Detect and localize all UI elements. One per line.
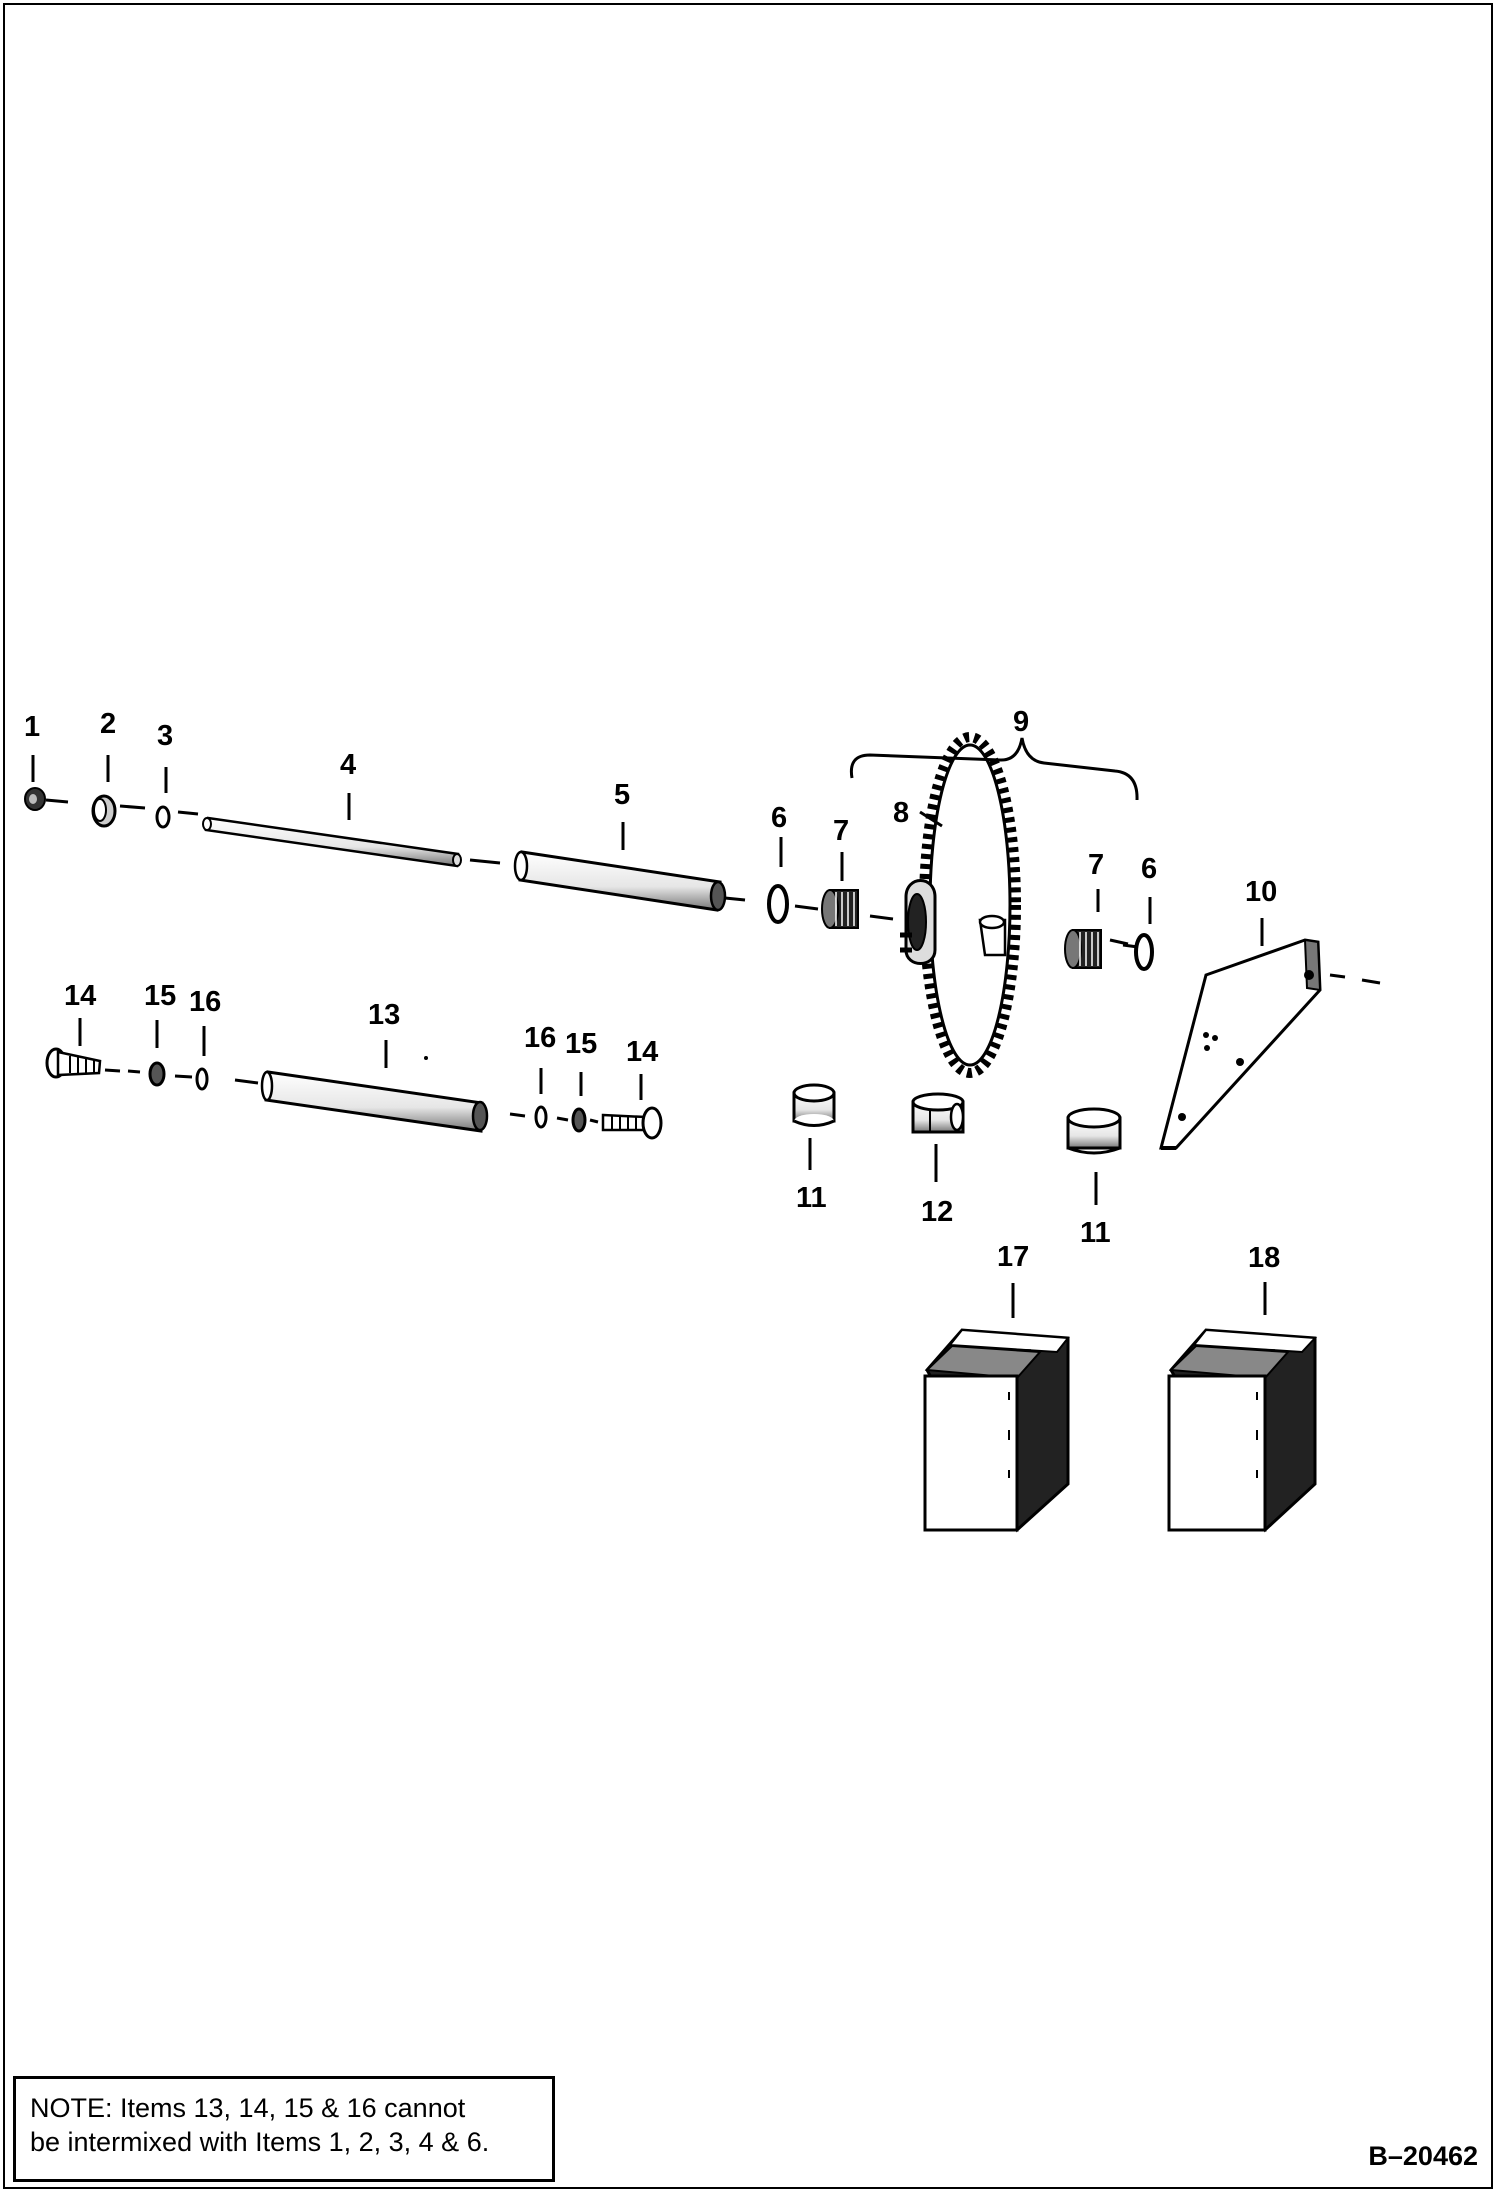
part-17-kit-box bbox=[923, 1328, 1070, 1533]
callout-3: 3 bbox=[157, 720, 173, 752]
callout-14-left: 14 bbox=[64, 980, 96, 1012]
callout-1: 1 bbox=[24, 711, 40, 743]
lower-centerline bbox=[104, 1068, 599, 1124]
callout-16-left: 16 bbox=[189, 986, 221, 1018]
callout-13: 13 bbox=[368, 999, 400, 1031]
note-box: NOTE: Items 13, 14, 15 & 16 cannot be in… bbox=[13, 2076, 555, 2182]
callout-7-left: 7 bbox=[833, 815, 849, 847]
callout-4: 4 bbox=[340, 749, 356, 781]
callout-8: 8 bbox=[893, 797, 909, 829]
callout-15-right: 15 bbox=[565, 1028, 597, 1060]
part-5-tube bbox=[513, 850, 727, 912]
part-15-lockwasher-right bbox=[571, 1107, 587, 1133]
part-8-sprocket bbox=[900, 732, 1021, 1078]
callout-15-left: 15 bbox=[144, 980, 176, 1012]
part-4-shaft bbox=[202, 816, 462, 868]
note-line-1: NOTE: Items 13, 14, 15 & 16 cannot bbox=[30, 2093, 466, 2123]
part-3-washer bbox=[155, 805, 171, 829]
callout-labels: 1 2 3 4 5 6 7 8 9 7 6 10 14 15 16 13 16 … bbox=[24, 706, 1280, 1274]
callout-16-right: 16 bbox=[524, 1022, 556, 1054]
callout-7-right: 7 bbox=[1088, 849, 1104, 881]
callout-18: 18 bbox=[1248, 1242, 1280, 1274]
part-16-washer-left bbox=[195, 1067, 209, 1091]
callout-5: 5 bbox=[614, 779, 630, 811]
callout-14-right: 14 bbox=[626, 1036, 658, 1068]
part-7-bearing-left bbox=[821, 889, 859, 929]
part-12-split-bushing bbox=[911, 1092, 965, 1134]
part-6-washer-right bbox=[1134, 933, 1154, 971]
callout-10: 10 bbox=[1245, 876, 1277, 908]
part-18-kit-box bbox=[1167, 1328, 1318, 1533]
part-14-bolt-right bbox=[601, 1106, 663, 1140]
part-6-washer-left bbox=[767, 884, 789, 924]
part-1-nut bbox=[24, 787, 46, 811]
callout-6-left: 6 bbox=[771, 802, 787, 834]
callout-11-right: 11 bbox=[1080, 1217, 1111, 1249]
part-7-bearing-right bbox=[1064, 929, 1102, 969]
part-16-washer-right bbox=[534, 1105, 548, 1129]
note-line-2: be intermixed with Items 1, 2, 3, 4 & 6. bbox=[30, 2127, 490, 2157]
part-2-spacer bbox=[91, 794, 117, 828]
part-15-lockwasher-left bbox=[148, 1061, 166, 1087]
callout-6-right: 6 bbox=[1141, 853, 1157, 885]
callout-2: 2 bbox=[100, 708, 116, 740]
stray-dot bbox=[424, 1056, 428, 1060]
callout-12: 12 bbox=[921, 1196, 953, 1228]
part-11-bushing-left bbox=[792, 1083, 836, 1128]
reference-code: B–20462 bbox=[1368, 2141, 1478, 2171]
callout-9: 9 bbox=[1013, 706, 1029, 738]
part-14-bolt-left bbox=[45, 1047, 102, 1079]
callout-17: 17 bbox=[997, 1241, 1029, 1273]
part-13-tube bbox=[260, 1070, 489, 1133]
part-11-bushing-right bbox=[1066, 1107, 1122, 1155]
callout-11-left: 11 bbox=[796, 1182, 827, 1214]
part-10-mounting-plate bbox=[1159, 938, 1322, 1150]
leader-lines bbox=[31, 737, 1267, 1318]
page-frame bbox=[3, 3, 1493, 2189]
